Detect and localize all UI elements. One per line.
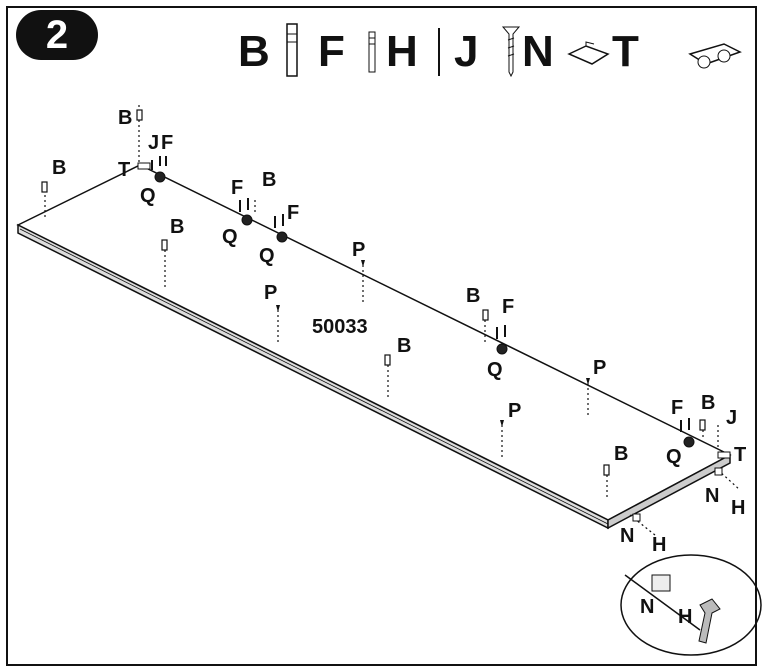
label-n: N [620,525,635,547]
label-p: P [264,282,278,304]
cam-fittings [137,162,731,459]
label-p: P [352,239,366,261]
label-p: P [593,357,607,379]
label-j: J [726,407,738,429]
label-b: B [701,392,716,414]
label-h: H [731,497,746,519]
label-b: B [397,335,412,357]
label-q: Q [222,226,238,248]
bracket-icon [567,41,610,65]
nail-icon [438,28,440,76]
label-b: B [118,107,133,129]
label-b: B [52,157,67,179]
pin-parts [276,260,590,427]
label-q: Q [259,245,275,267]
label-f: F [231,177,244,199]
part-letter-j: J [454,27,479,76]
label-h: H [652,534,667,556]
label-q: Q [140,185,156,207]
nail-parts [632,467,723,522]
cam-bolt-parts [151,156,690,432]
label-q: Q [487,359,503,381]
label-f: F [161,132,174,154]
label-f: F [287,202,300,224]
label-n: N [705,485,720,507]
label-b: B [466,285,481,307]
screw-icon [501,26,521,78]
detail-label-n: N [640,596,655,618]
board-panel [16,164,732,530]
part-letter-t: T [612,27,639,76]
label-b: B [170,216,185,238]
label-t: T [734,444,747,466]
cam-bolt-icon [368,31,376,73]
label-p: P [508,400,522,422]
label-f: F [671,397,684,419]
step-frame [6,6,757,666]
part-letter-f: F [318,27,345,76]
label-q: Q [666,446,682,468]
dowel-icon [286,23,298,77]
detail-inset [620,554,762,656]
label-j: J [148,132,160,154]
label-b: B [262,169,277,191]
connector-fitting-icon [688,43,742,69]
dowel-parts [41,109,706,476]
part-letter-h: H [386,27,418,76]
panel-part-number: 50033 [312,316,368,338]
label-b: B [614,443,629,465]
step-number-badge: 2 [16,10,98,60]
part-letter-n: N [522,27,554,76]
part-letter-b: B [238,27,270,76]
label-f: F [502,296,515,318]
detail-label-h: H [678,606,693,628]
label-t: T [118,159,131,181]
